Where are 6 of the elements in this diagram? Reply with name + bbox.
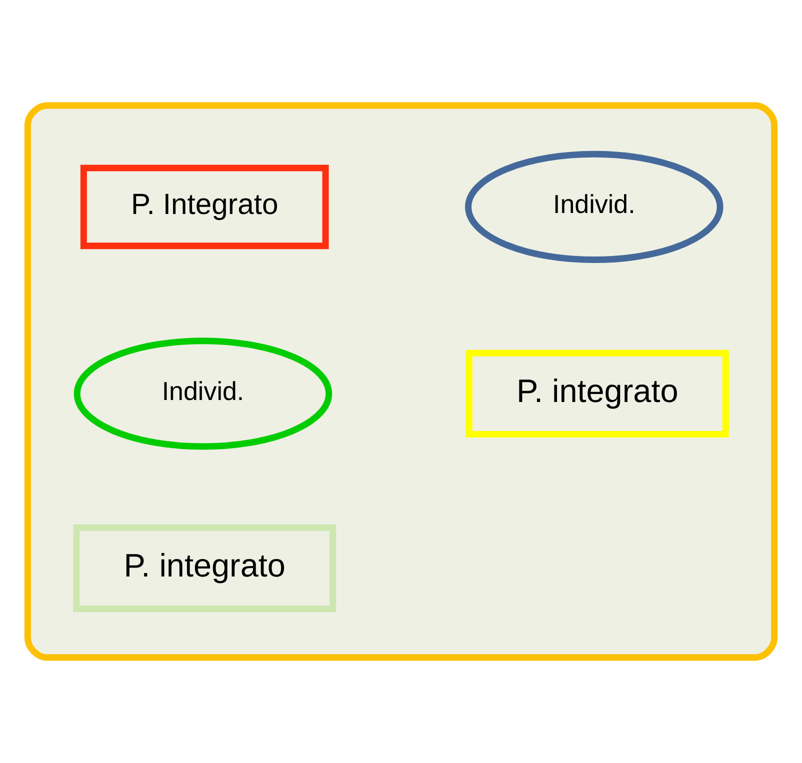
node-box: P. integrato [466, 350, 729, 438]
node-box: P. integrato [73, 524, 336, 612]
node-box: P. Integrato [80, 164, 329, 250]
node-ellipse: Individ. [465, 150, 724, 264]
node-ellipse: Individ. [74, 338, 332, 450]
cluster [24, 102, 778, 661]
